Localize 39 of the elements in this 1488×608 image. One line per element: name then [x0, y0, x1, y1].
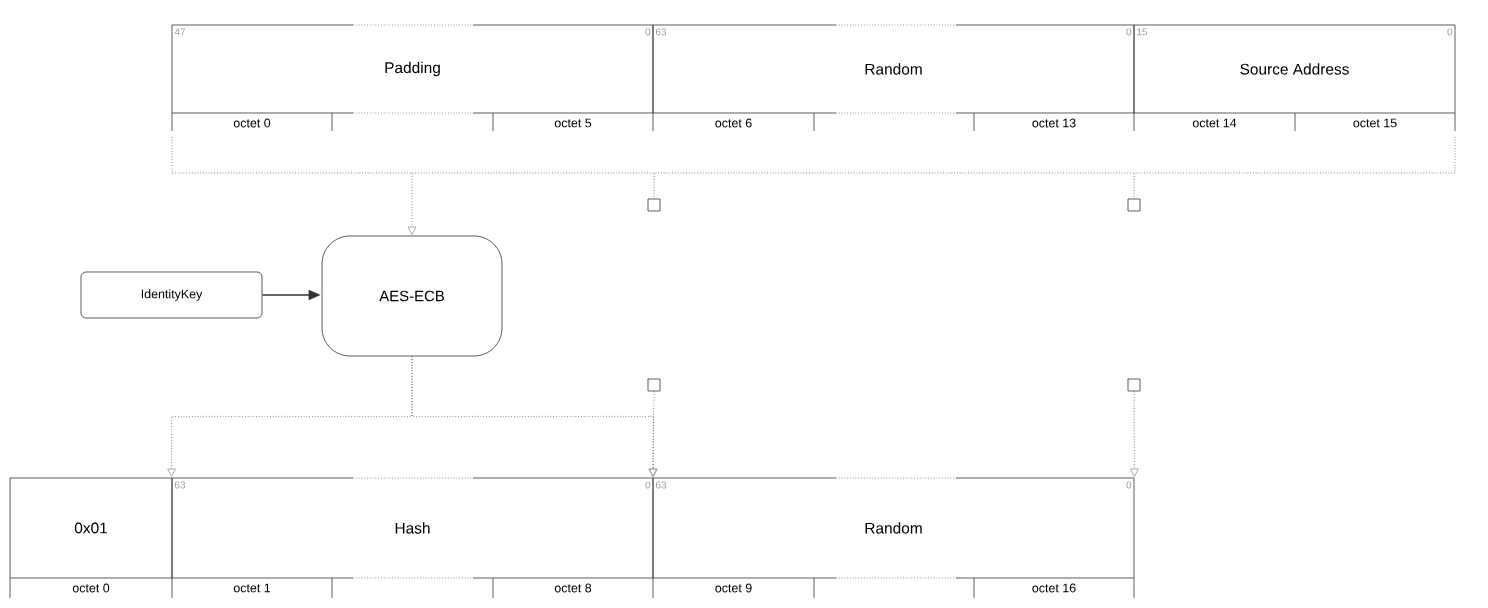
field-box — [1133, 24, 1456, 114]
connector-square — [1127, 378, 1141, 392]
field-label: Hash — [395, 522, 430, 534]
field-label: Random — [865, 63, 922, 75]
field-label: Padding — [385, 61, 440, 77]
connector-square — [647, 378, 661, 392]
bracket — [171, 136, 1456, 174]
arrow — [1130, 391, 1139, 478]
bit-number: 0 — [1447, 28, 1453, 36]
bit-number: 63 — [174, 481, 186, 489]
bit-number: 0 — [645, 28, 651, 36]
field-label: 0x01 — [74, 522, 107, 534]
arrow — [407, 173, 417, 236]
arrow — [648, 391, 658, 478]
bit-number: 63 — [655, 28, 667, 36]
octet-label: octet 5 — [554, 118, 592, 128]
field-box — [652, 24, 1135, 114]
octet-label: octet 15 — [1353, 118, 1397, 128]
bit-number: 0 — [645, 481, 651, 489]
octet-label: octet 0 — [233, 118, 271, 128]
bit-number: 0 — [1126, 28, 1132, 36]
arrow — [411, 356, 658, 478]
field-box — [171, 24, 654, 114]
field-label: Source Address — [1240, 63, 1349, 75]
bit-number: 0 — [1126, 481, 1132, 489]
bit-number: 15 — [1137, 28, 1148, 36]
bit-number: 63 — [655, 481, 667, 489]
input-box: IdentityKey — [80, 271, 263, 319]
connector-square — [1127, 198, 1141, 212]
field-box — [171, 477, 654, 579]
field-label: Random — [865, 522, 922, 534]
bit-number: 47 — [174, 28, 185, 36]
process-box: AES-ECB — [321, 235, 503, 357]
field-box — [652, 477, 1135, 579]
octet-label: octet 14 — [1192, 118, 1237, 128]
octet-label: octet 13 — [1032, 118, 1076, 128]
field-box — [9, 477, 173, 579]
connector-square — [647, 198, 661, 212]
octet-label: octet 6 — [715, 118, 752, 128]
